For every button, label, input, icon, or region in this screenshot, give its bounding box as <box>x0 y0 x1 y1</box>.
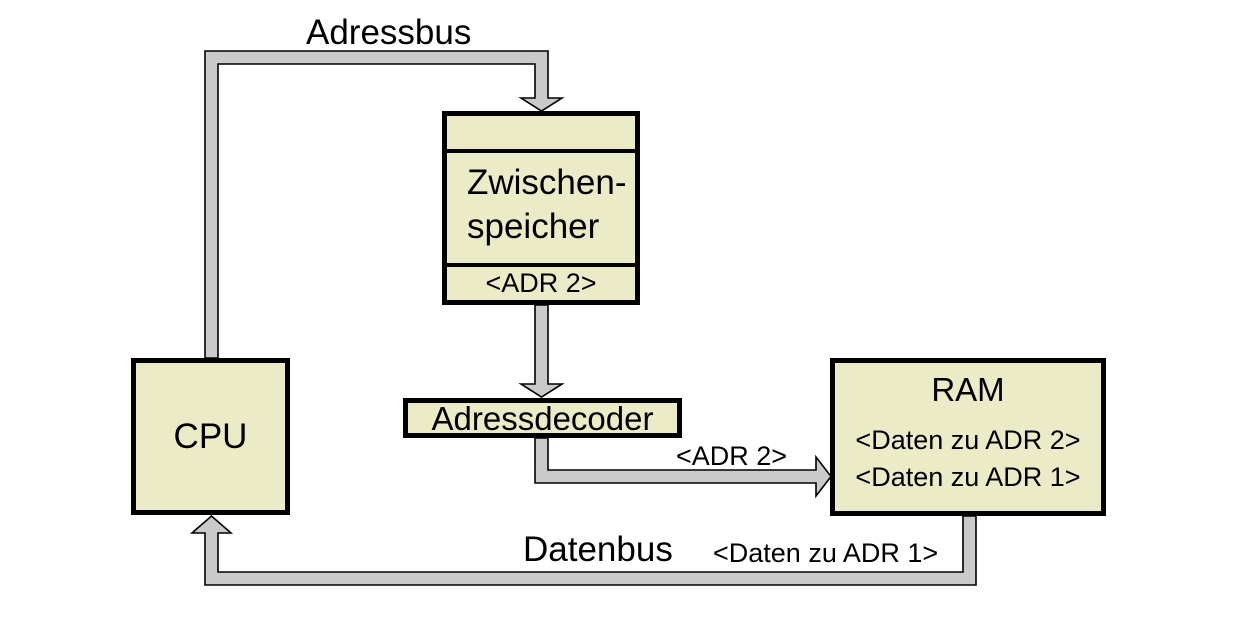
ram-data-row-1: <Daten zu ADR 2> <box>855 425 1081 455</box>
decoder-box: Adressdecoder <box>403 398 682 438</box>
ram-box: RAM <Daten zu ADR 2> <Daten zu ADR 1> <box>830 358 1106 516</box>
decoder-label: Adressdecoder <box>431 399 654 437</box>
adressbus-label: Adressbus <box>306 13 472 52</box>
buffer-label-line1: Zwischen- <box>467 163 627 202</box>
cpu-box: CPU <box>131 358 290 515</box>
buffer-label-line2: speicher <box>467 207 600 246</box>
datenbus-label: Datenbus <box>523 530 673 569</box>
ram-title: RAM <box>931 371 1005 408</box>
ram-data-row-2: <Daten zu ADR 1> <box>855 462 1081 492</box>
buffer-adr-slot: <ADR 2> <box>447 263 635 300</box>
daten-adr1-bus-label: <Daten zu ADR 1> <box>713 538 939 568</box>
adressbus-arrow <box>204 50 565 359</box>
decoder-to-ram-arrow <box>534 437 833 499</box>
datenbus-arrow <box>189 514 977 586</box>
buffer-to-decoder-arrow <box>518 304 565 398</box>
buffer-label: Zwischen- speicher <box>447 153 635 263</box>
buffer-top-slot <box>447 116 635 153</box>
buffer-box: Zwischen- speicher <ADR 2> <box>442 111 640 305</box>
adr2-bus-label: <ADR 2> <box>676 441 788 471</box>
cpu-label: CPU <box>173 416 248 456</box>
